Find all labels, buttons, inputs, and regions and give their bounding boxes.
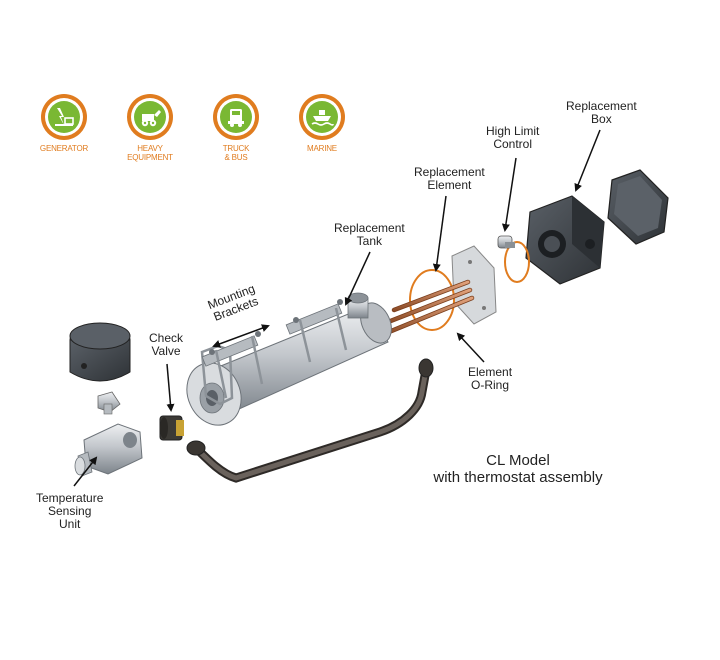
label-line: Replacement: [414, 165, 485, 179]
app-generator: GENERATOR: [31, 94, 97, 153]
label-line: TRUCK: [222, 144, 250, 153]
label-check-valve: Check Valve: [149, 332, 183, 358]
label-temperature-sensing-unit: Temperature Sensing Unit: [36, 492, 103, 531]
arrow-temperature-sensing-unit: [73, 456, 98, 487]
arrow-mounting-brackets: [212, 324, 270, 348]
app-generator-label: GENERATOR: [39, 144, 89, 153]
arrow-replacement-box: [574, 129, 601, 192]
sensor-junction-box: [69, 322, 131, 382]
badge-ring: [41, 94, 87, 140]
label-line: Valve: [151, 344, 181, 358]
label-line: Replacement: [334, 221, 405, 235]
box-o-ring: [504, 241, 530, 283]
heavy-equipment-icon: [141, 110, 161, 127]
label-line: Temperature: [36, 491, 104, 505]
label-replacement-element: Replacement Element: [414, 166, 485, 192]
heating-element-rods: [381, 279, 475, 337]
app-heavy-equipment-label: HEAVY EQUIPMENT: [117, 144, 183, 162]
replacement-box-lid: [607, 169, 669, 245]
label-line: Tank: [356, 234, 383, 248]
arrow-replacement-element: [432, 195, 447, 272]
callout-arrows: [73, 129, 601, 487]
label-line: & BUS: [224, 153, 248, 162]
check-valve: [159, 415, 184, 441]
replacement-box: [525, 195, 605, 285]
model-title: CL Model: [486, 452, 550, 469]
label-line: Control: [493, 137, 533, 151]
coolant-hose: [186, 358, 434, 483]
label-high-limit-control: High Limit Control: [486, 125, 539, 151]
label-line: Element: [468, 365, 513, 379]
model-caption: CL Model with thermostat assembly: [420, 452, 616, 486]
label-line: Box: [591, 112, 612, 126]
arrow-element-o-ring: [456, 332, 485, 363]
app-marine: MARINE: [289, 94, 355, 153]
label-replacement-tank: Replacement Tank: [334, 222, 405, 248]
label-line: HEAVY: [137, 144, 163, 153]
label-replacement-box: Replacement Box: [566, 100, 637, 126]
label-line: Replacement: [566, 99, 637, 113]
label-element-o-ring: Element O-Ring: [468, 366, 512, 392]
label-line: O-Ring: [471, 378, 510, 392]
app-truck-bus-label: TRUCK & BUS: [203, 144, 269, 162]
label-line: Check: [149, 331, 184, 345]
badge-ring: [299, 94, 345, 140]
app-marine-label: MARINE: [307, 144, 337, 153]
app-heavy-equipment: HEAVY EQUIPMENT: [117, 94, 183, 162]
model-subtitle: with thermostat assembly: [433, 469, 603, 486]
app-truck-bus: TRUCK & BUS: [203, 94, 269, 162]
label-line: Sensing: [48, 504, 92, 518]
generator-icon: [55, 108, 74, 126]
label-line: Element: [427, 178, 472, 192]
high-limit-control: [497, 235, 515, 249]
truck-bus-icon: [228, 109, 244, 127]
label-line: Unit: [59, 517, 81, 531]
arrow-replacement-tank: [344, 251, 371, 306]
label-line: EQUIPMENT: [127, 153, 173, 162]
marine-icon: [311, 110, 334, 126]
arrow-check-valve: [166, 363, 175, 412]
arrow-high-limit-control: [501, 157, 517, 232]
label-line: High Limit: [486, 124, 540, 138]
badge-ring: [127, 94, 173, 140]
temperature-sensor: [74, 391, 143, 477]
element-o-ring: [409, 269, 455, 331]
badge-ring: [213, 94, 259, 140]
